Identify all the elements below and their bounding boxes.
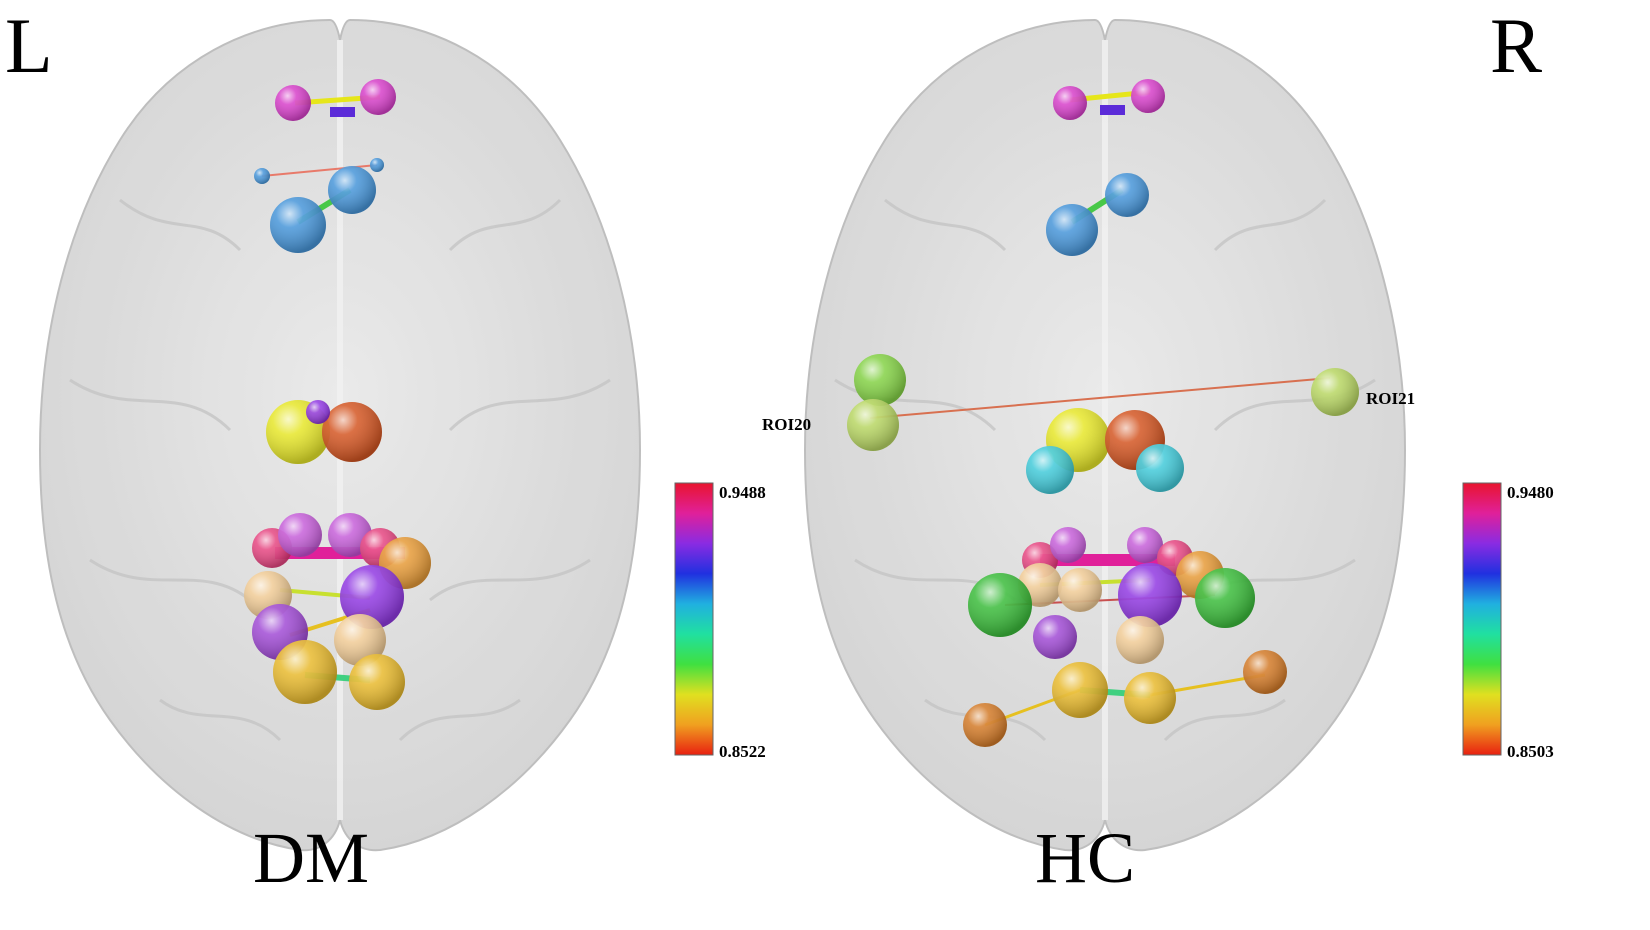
node-highlight bbox=[968, 573, 1032, 637]
network-nodes bbox=[847, 79, 1359, 747]
right-hemisphere-label: R bbox=[1490, 2, 1542, 89]
node-highlight bbox=[847, 399, 899, 451]
node-highlight bbox=[328, 166, 376, 214]
node-highlight bbox=[854, 354, 906, 406]
node-highlight bbox=[254, 168, 270, 184]
node-highlight bbox=[1052, 662, 1108, 718]
colorbar-min-label: 0.8503 bbox=[1507, 742, 1554, 761]
node-highlight bbox=[270, 197, 326, 253]
roi-label: ROI20 bbox=[762, 415, 811, 434]
node-highlight bbox=[1124, 672, 1176, 724]
colorbar-max-label: 0.9480 bbox=[1507, 483, 1554, 502]
colorbar-gradient bbox=[674, 482, 714, 756]
node-highlight bbox=[349, 654, 405, 710]
colorbar-min-label: 0.8522 bbox=[719, 742, 766, 761]
node-highlight bbox=[1136, 444, 1184, 492]
colorbar-gradient bbox=[1462, 482, 1502, 756]
node-highlight bbox=[370, 158, 384, 172]
node-highlight bbox=[1131, 79, 1165, 113]
node-highlight bbox=[1118, 563, 1182, 627]
node-highlight bbox=[340, 565, 404, 629]
node-highlight bbox=[1033, 615, 1077, 659]
node-highlight bbox=[334, 614, 386, 666]
node-highlight bbox=[1243, 650, 1287, 694]
node-highlight bbox=[275, 85, 311, 121]
node-highlight bbox=[306, 400, 330, 424]
panel-caption: HC bbox=[1035, 818, 1135, 898]
node-highlight bbox=[1026, 446, 1074, 494]
node-highlight bbox=[273, 640, 337, 704]
node-highlight bbox=[1116, 616, 1164, 664]
colorbar: 0.9480 0.8503 bbox=[1462, 482, 1554, 761]
node-highlight bbox=[1127, 527, 1163, 563]
node-highlight bbox=[1053, 86, 1087, 120]
network-nodes bbox=[244, 79, 431, 710]
hc-brain-panel: ROI20 ROI21 0.9480 0.8503 HC bbox=[762, 18, 1554, 898]
node-highlight bbox=[1105, 173, 1149, 217]
node-highlight bbox=[322, 402, 382, 462]
colorbar-max-label: 0.9488 bbox=[719, 483, 766, 502]
node-highlight bbox=[1311, 368, 1359, 416]
left-hemisphere-label: L bbox=[5, 2, 53, 89]
colorbar: 0.9488 0.8522 bbox=[674, 482, 766, 761]
node-highlight bbox=[1058, 568, 1102, 612]
node-highlight bbox=[360, 79, 396, 115]
roi-label: ROI21 bbox=[1366, 389, 1415, 408]
panel-caption: DM bbox=[253, 818, 369, 898]
node-highlight bbox=[963, 703, 1007, 747]
node-highlight bbox=[278, 513, 322, 557]
dm-brain-panel: 0.9488 0.8522 DM bbox=[38, 18, 766, 898]
node-highlight bbox=[1050, 527, 1086, 563]
node-highlight bbox=[1195, 568, 1255, 628]
node-highlight bbox=[1046, 204, 1098, 256]
